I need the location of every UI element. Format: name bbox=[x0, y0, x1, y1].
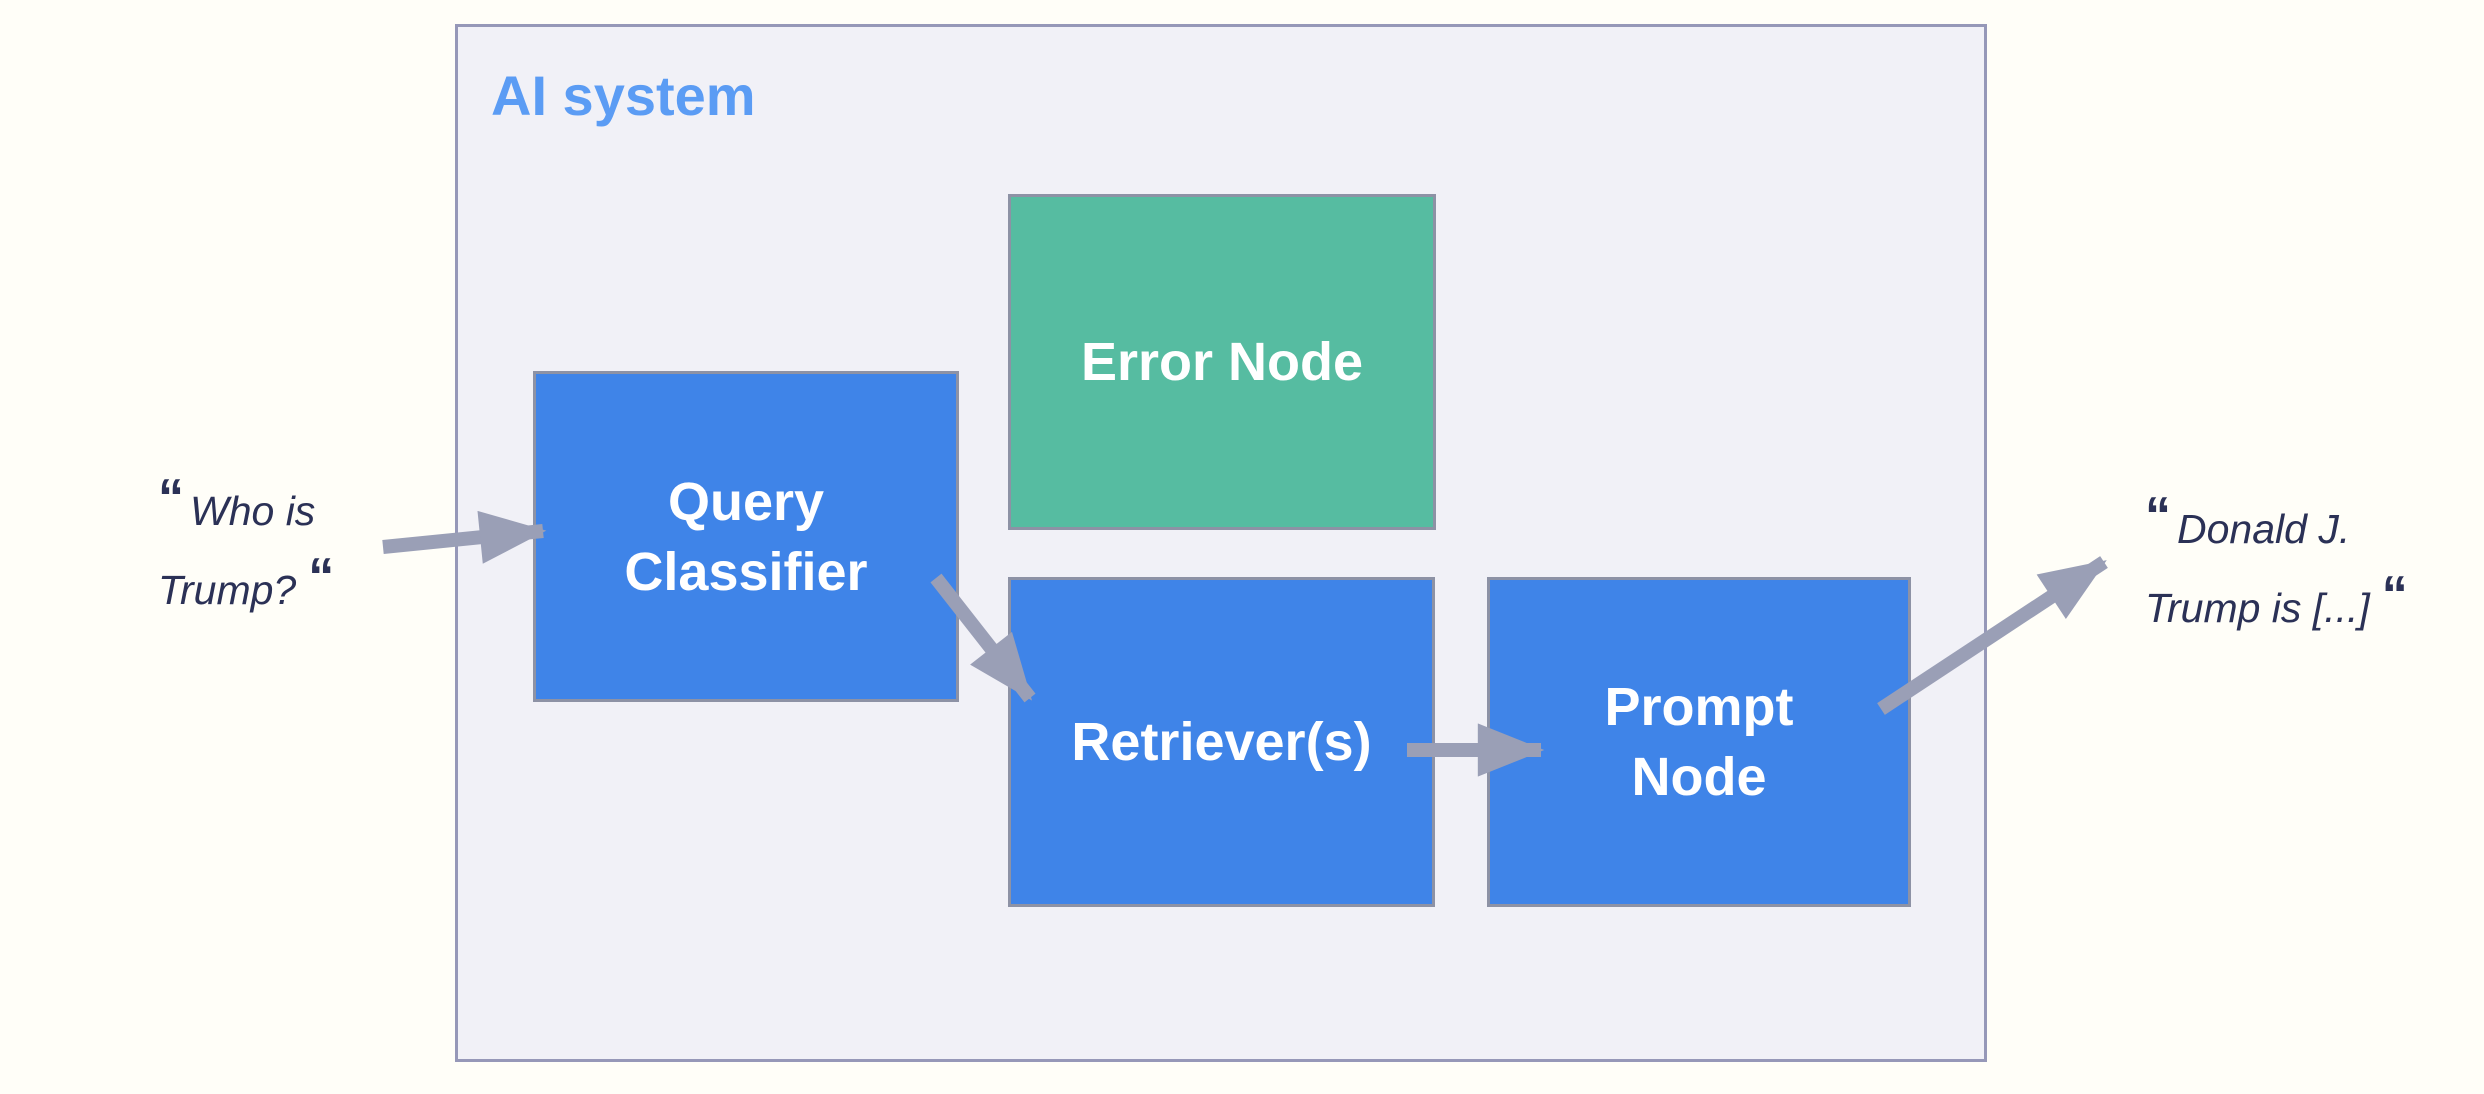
input-open-quote-mark: “ bbox=[158, 469, 184, 527]
output-quote-line2-text: Trump is [...] bbox=[2145, 585, 2370, 631]
node-prompt-node: Prompt Node bbox=[1487, 577, 1911, 907]
node-query-classifier-label-line1: Query bbox=[667, 471, 825, 532]
input-quote-line2: Trump?“ bbox=[158, 548, 334, 628]
ai-system-label: AI system bbox=[491, 64, 756, 127]
output-quote-line2: Trump is [...]“ bbox=[2145, 566, 2408, 646]
output-quote-line1: “Donald J. bbox=[2145, 487, 2406, 567]
node-query-classifier-label: Query Classifier bbox=[624, 467, 867, 607]
input-quote-line1-text: Who is bbox=[190, 488, 316, 534]
node-retrievers: Retriever(s) bbox=[1008, 577, 1435, 907]
input-close-quote-mark: “ bbox=[308, 548, 334, 606]
node-prompt-node-label-line2: Node bbox=[1631, 747, 1767, 807]
node-prompt-node-label: Prompt Node bbox=[1605, 672, 1794, 812]
output-quote-line1-text: Donald J. bbox=[2177, 506, 2351, 552]
node-prompt-node-label-line1: Prompt bbox=[1604, 677, 1794, 737]
input-quote-line1: “Who is bbox=[158, 469, 332, 549]
node-query-classifier: Query Classifier bbox=[533, 371, 959, 702]
input-quote-text: “Who is Trump?“ bbox=[158, 469, 334, 628]
node-error-node-label: Error Node bbox=[1080, 332, 1364, 392]
node-error-node: Error Node bbox=[1008, 194, 1436, 530]
output-open-quote-mark: “ bbox=[2145, 487, 2171, 545]
output-close-quote-mark: “ bbox=[2381, 566, 2408, 624]
input-quote-line2-text: Trump? bbox=[158, 567, 297, 613]
output-quote-text: “Donald J. Trump is [...]“ bbox=[2145, 487, 2408, 646]
node-query-classifier-label-line2: Classifier bbox=[624, 541, 868, 602]
node-retrievers-label: Retriever(s) bbox=[1071, 712, 1372, 772]
